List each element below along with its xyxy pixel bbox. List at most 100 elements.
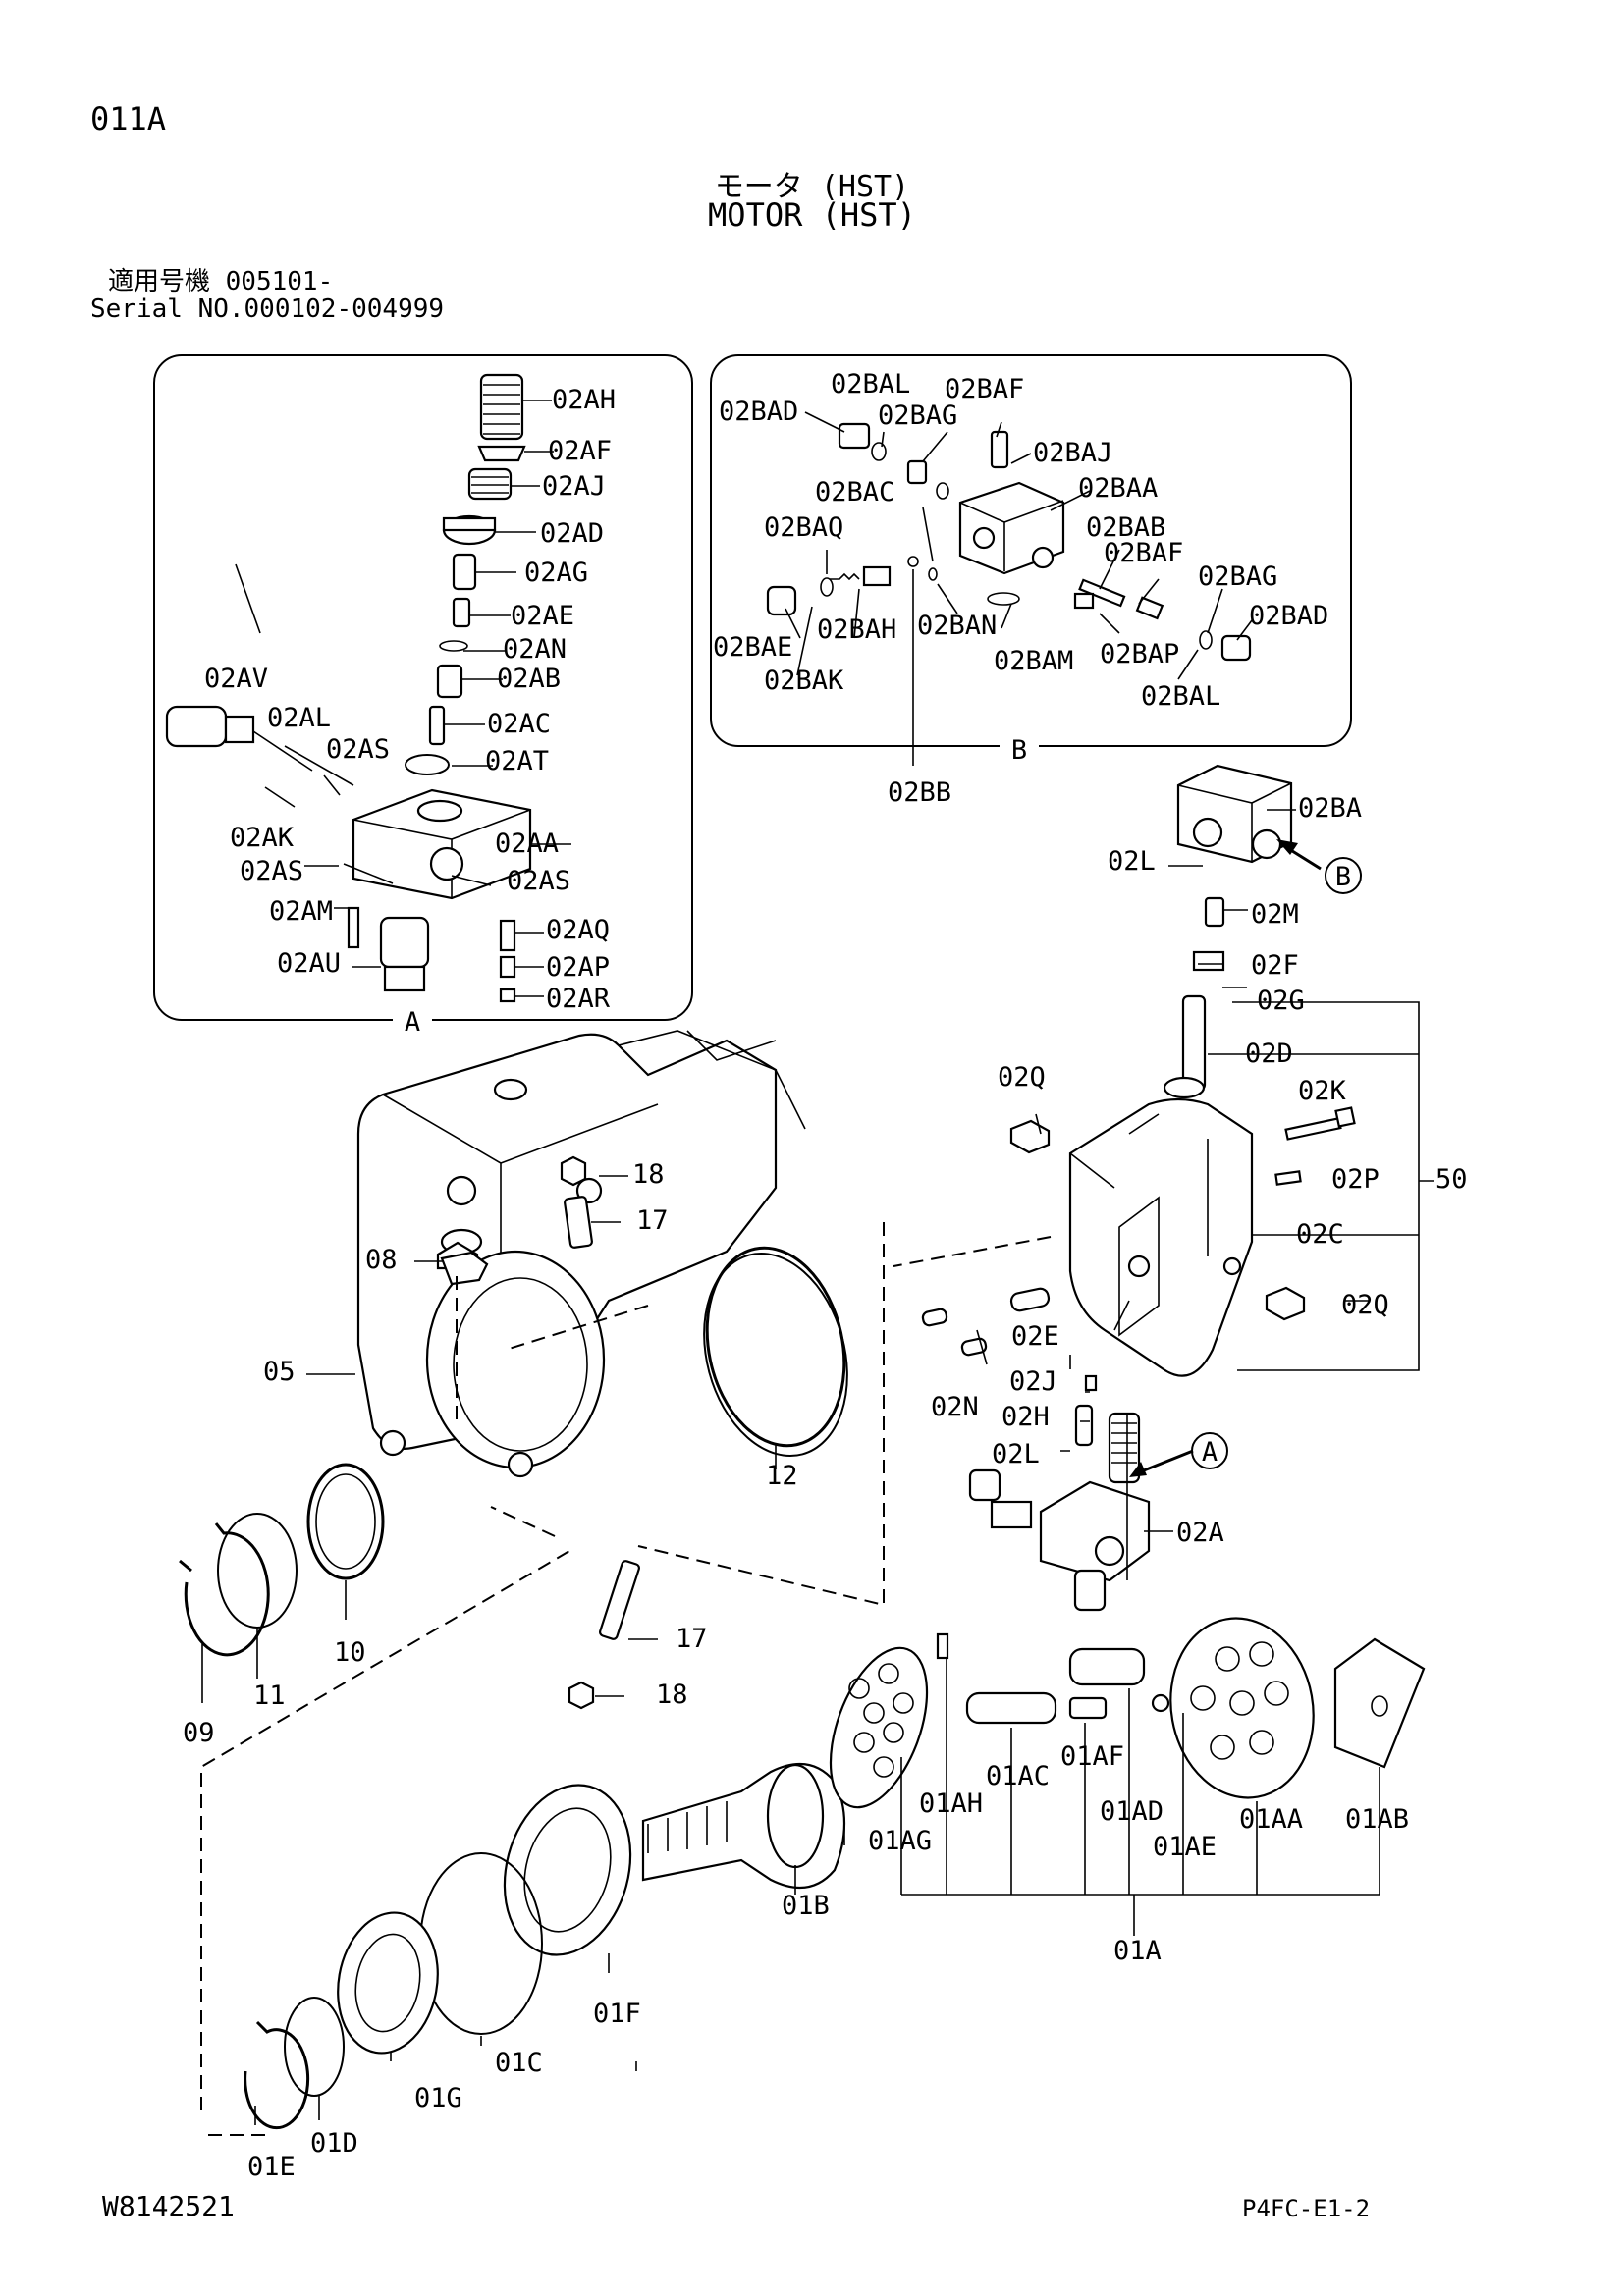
- label-02BAC: 02BAC: [815, 477, 894, 507]
- label-08: 08: [365, 1245, 398, 1275]
- label-02BAF-2: 02BAF: [1104, 538, 1183, 568]
- label-02BAB: 02BAB: [1086, 512, 1165, 543]
- drawing-number: W8142521: [102, 2190, 235, 2222]
- label-02G: 02G: [1257, 986, 1305, 1016]
- label-02L-2: 02L: [992, 1439, 1040, 1469]
- label-02D: 02D: [1245, 1039, 1293, 1069]
- label-02C: 02C: [1296, 1219, 1344, 1250]
- label-02BAD-1: 02BAD: [719, 397, 798, 427]
- label-02N: 02N: [931, 1392, 979, 1422]
- group-bracket-01a: [635, 1659, 1380, 2071]
- label-02AB: 02AB: [497, 664, 561, 694]
- label-02AN: 02AN: [503, 634, 567, 665]
- label-01AF: 01AF: [1060, 1741, 1124, 1772]
- label-02BAL-2: 02BAL: [1141, 681, 1220, 712]
- label-01F: 01F: [593, 1999, 641, 2029]
- label-02BB: 02BB: [888, 777, 951, 808]
- label-02BAE: 02BAE: [713, 632, 792, 663]
- group-bracket-50: [1113, 1001, 1434, 1371]
- detail-box-b-label: B: [1011, 735, 1027, 766]
- label-18-top: 18: [632, 1159, 665, 1190]
- label-01AA: 01AA: [1239, 1804, 1303, 1835]
- label-02AC: 02AC: [487, 709, 551, 739]
- page-reference: P4FC-E1-2: [1242, 2195, 1371, 2222]
- label-02BAG-1: 02BAG: [878, 400, 957, 431]
- label-02M: 02M: [1251, 899, 1299, 930]
- studs-top: [440, 1155, 593, 1286]
- seal-ring-10: [306, 1463, 385, 1580]
- label-17-bottom: 17: [676, 1624, 708, 1654]
- label-02Q-1: 02Q: [998, 1062, 1046, 1093]
- label-02BAG-2: 02BAG: [1198, 561, 1277, 592]
- detail-a-parts: [165, 373, 532, 1003]
- label-01AD: 01AD: [1100, 1796, 1164, 1827]
- label-02AH: 02AH: [552, 385, 616, 415]
- detail-box-a-label: A: [405, 1007, 420, 1038]
- label-02AM: 02AM: [269, 896, 333, 927]
- detail-b-leaders: [785, 411, 1253, 766]
- snap-ring-09: [179, 1522, 270, 1657]
- label-01AE: 01AE: [1153, 1832, 1217, 1862]
- label-02AF: 02AF: [548, 436, 612, 466]
- detail-b-parts: [766, 422, 1252, 662]
- label-02AQ: 02AQ: [546, 915, 610, 945]
- label-02BAL-1: 02BAL: [831, 369, 910, 400]
- label-02BAJ: 02BAJ: [1033, 438, 1112, 468]
- label-02H: 02H: [1001, 1402, 1050, 1432]
- label-01AB: 01AB: [1345, 1804, 1409, 1835]
- label-02AL: 02AL: [267, 703, 331, 733]
- label-01E: 01E: [247, 2152, 296, 2182]
- label-01G: 01G: [414, 2083, 462, 2113]
- callout-a: A: [1129, 1432, 1228, 1477]
- label-02AE: 02AE: [511, 601, 574, 631]
- label-02AS-1: 02AS: [326, 734, 390, 765]
- label-50: 50: [1435, 1164, 1468, 1195]
- label-02BAN: 02BAN: [917, 611, 997, 641]
- label-01C: 01C: [495, 2048, 543, 2078]
- label-02P: 02P: [1331, 1164, 1380, 1195]
- label-02AT: 02AT: [485, 746, 549, 776]
- detail-a-leaders: [235, 400, 571, 997]
- dashed-boundary-main: [200, 1222, 885, 2136]
- label-01AH: 01AH: [919, 1789, 983, 1819]
- label-09: 09: [183, 1718, 215, 1748]
- page-code: 011A: [90, 100, 167, 137]
- label-02BAA: 02BAA: [1078, 473, 1158, 504]
- label-02BAP: 02BAP: [1100, 639, 1179, 669]
- label-10: 10: [334, 1637, 366, 1668]
- label-02BAH: 02BAH: [817, 614, 896, 645]
- label-01B: 01B: [782, 1891, 830, 1921]
- label-02BAQ: 02BAQ: [764, 512, 843, 543]
- label-02J: 02J: [1009, 1366, 1057, 1397]
- label-02BA: 02BA: [1298, 793, 1362, 824]
- label-02BAF-1: 02BAF: [945, 374, 1024, 404]
- label-02AS-3: 02AS: [507, 866, 570, 896]
- label-02AR: 02AR: [546, 984, 611, 1014]
- label-02AG: 02AG: [524, 558, 588, 588]
- label-05: 05: [263, 1357, 296, 1387]
- label-02BAK: 02BAK: [764, 666, 844, 696]
- label-02BAM: 02BAM: [994, 646, 1073, 676]
- serial-japanese: 適用号機 005101-: [108, 267, 334, 296]
- label-12: 12: [766, 1461, 798, 1491]
- label-02E: 02E: [1011, 1321, 1059, 1352]
- label-02K: 02K: [1298, 1076, 1347, 1106]
- label-02BAD-2: 02BAD: [1249, 601, 1328, 631]
- label-17-top: 17: [636, 1205, 669, 1236]
- label-02AS-2: 02AS: [240, 856, 303, 886]
- label-02A: 02A: [1176, 1518, 1224, 1548]
- motor-housing: [356, 1030, 848, 1478]
- label-01AC: 01AC: [986, 1761, 1050, 1791]
- title-english: MOTOR (HST): [708, 196, 916, 234]
- label-01D: 01D: [310, 2128, 358, 2159]
- svg-text:B: B: [1335, 862, 1351, 892]
- label-02AA: 02AA: [495, 828, 559, 859]
- rotary-group: [244, 1617, 1426, 2130]
- label-02AK: 02AK: [230, 823, 295, 853]
- label-01AG: 01AG: [868, 1826, 932, 1856]
- o-ring-12: [705, 1246, 846, 1448]
- dashed-axis-top: [505, 1236, 1052, 1351]
- label-02AJ: 02AJ: [542, 471, 606, 502]
- svg-text:A: A: [1202, 1437, 1218, 1468]
